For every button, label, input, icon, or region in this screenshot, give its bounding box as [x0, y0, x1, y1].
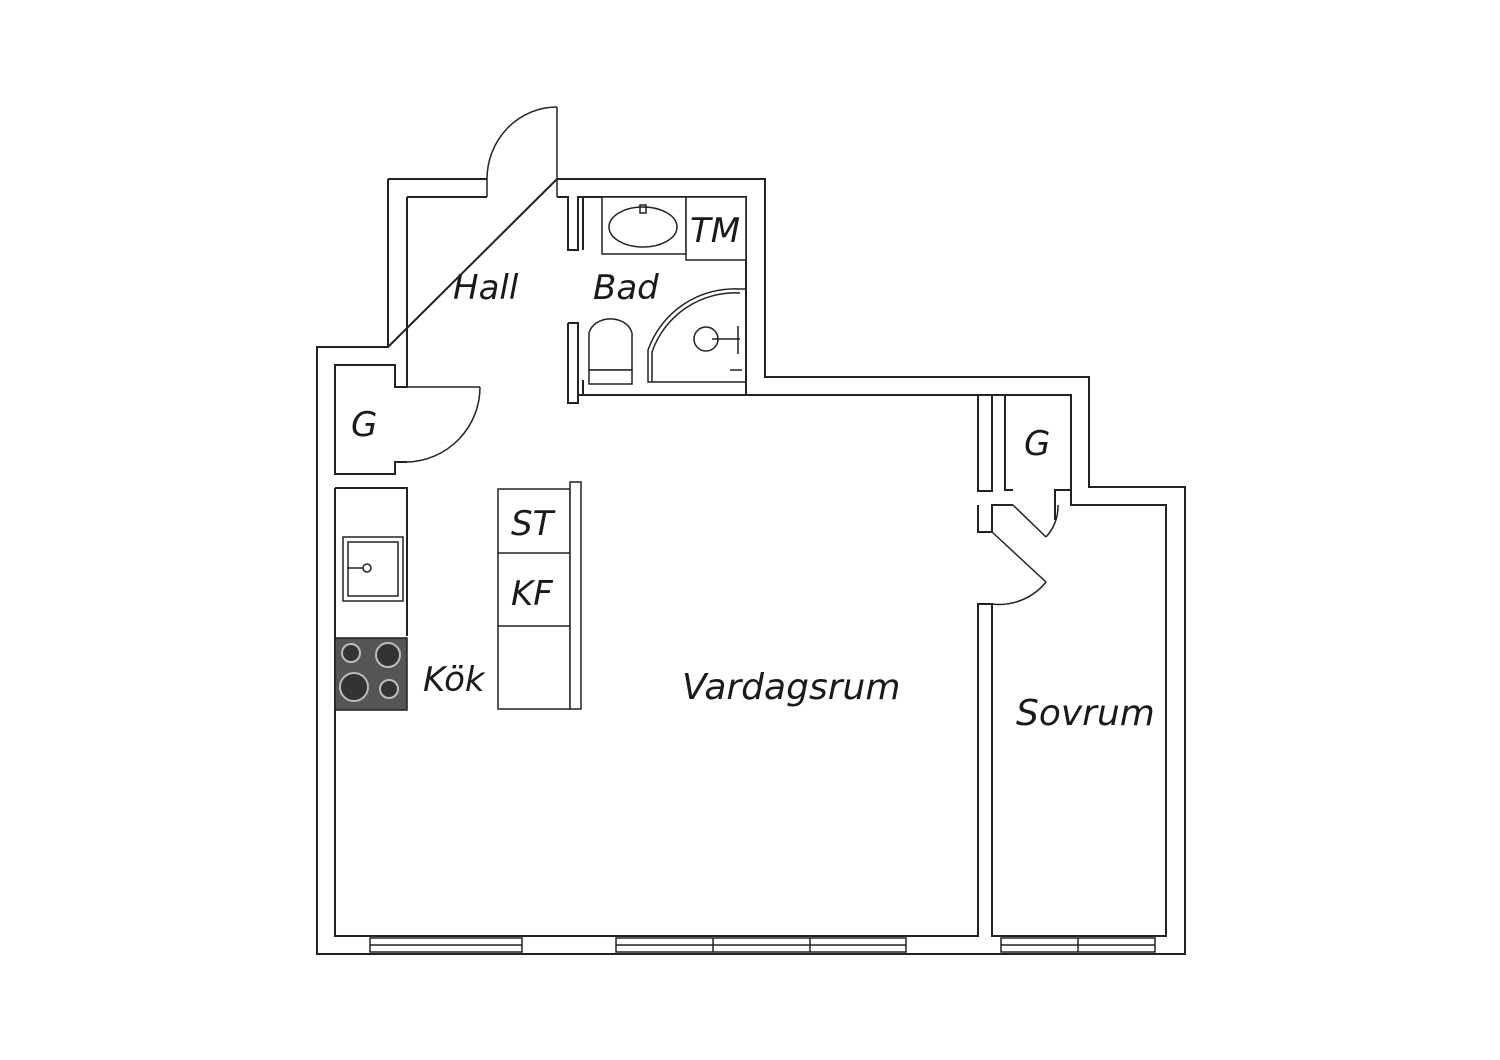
windows: [369, 937, 1156, 953]
label-st: ST: [511, 504, 556, 544]
kitchen-sink-icon: [342, 536, 404, 602]
kitchen-fixtures: [334, 481, 582, 711]
entrance-door: [486, 106, 558, 197]
shower-icon: [647, 288, 747, 383]
toilet-icon: [588, 318, 633, 385]
label-bad: Bad: [593, 268, 659, 308]
label-tm: TM: [690, 211, 740, 251]
label-g-left: G: [351, 405, 377, 445]
label-vardagsrum: Vardagsrum: [682, 667, 900, 708]
outer-walls: [316, 178, 1186, 955]
label-kok: Kök: [423, 660, 486, 700]
closet-door-left: [406, 386, 481, 463]
bathroom-walls: [567, 197, 746, 404]
washing-machine-icon: [685, 196, 747, 261]
right-partition: [977, 394, 1072, 606]
label-hall: Hall: [453, 268, 519, 308]
label-g-right: G: [1024, 424, 1050, 464]
label-kf: KF: [511, 574, 553, 614]
bathroom-fixtures: [588, 196, 747, 385]
label-sovrum: Sovrum: [1016, 693, 1155, 734]
sink-icon: [608, 206, 678, 248]
stove-icon: [334, 637, 408, 711]
